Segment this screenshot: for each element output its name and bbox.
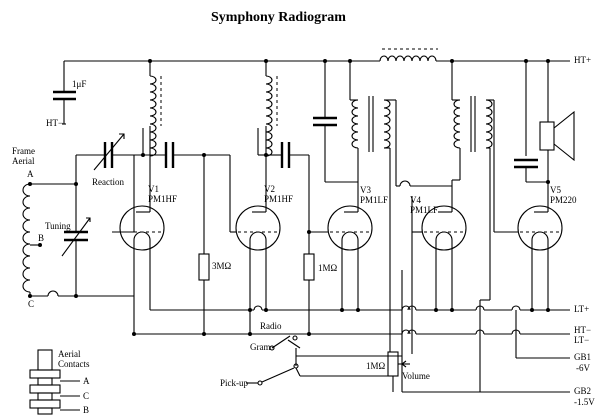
loudspeaker: [514, 59, 575, 196]
tuning-capacitor: [61, 182, 91, 298]
valve-v2: [202, 153, 281, 310]
legend-c: C: [83, 391, 90, 401]
ht-minus-rail: [132, 310, 570, 336]
aerial-contacts-drawing: [29, 349, 80, 415]
hf-choke-1: [148, 59, 162, 196]
label-v5-type: PM220: [550, 195, 577, 205]
label-frame-aerial-1: Frame: [12, 146, 35, 156]
label-volume: Volume: [402, 371, 430, 381]
ht-plus-rail: [64, 48, 570, 62]
coupling-capacitor-2: [264, 142, 315, 334]
legend-b: B: [83, 405, 90, 415]
label-cap-1uf: 1μF: [72, 79, 87, 89]
label-lt-minus: LT−: [574, 335, 590, 345]
label-v4-id: V4: [410, 195, 421, 205]
label-resistor-1m: 1MΩ: [318, 263, 338, 273]
label-radio: Radio: [260, 321, 282, 331]
label-gb1-voltage: -6V: [576, 363, 590, 373]
label-v2-id: V2: [264, 184, 275, 194]
label-reaction: Reaction: [92, 177, 124, 187]
frame-aerial-coil: [22, 182, 134, 298]
label-resistor-3m: 3MΩ: [212, 261, 232, 271]
lf-transformer-2: [396, 59, 495, 232]
label-ht-plus: HT+: [574, 55, 592, 65]
diagram-title: Symphony Radiogram: [211, 10, 346, 25]
label-tap-c: C: [28, 299, 35, 309]
label-gram: Gram: [250, 342, 271, 352]
label-ht-minus-left: HT−: [46, 118, 64, 128]
valve-v5: [494, 196, 563, 310]
label-gb2-voltage: -1.5V: [574, 397, 595, 407]
legend-a: A: [83, 376, 90, 386]
label-tuning: Tuning: [45, 221, 71, 231]
label-v1-type: PM1HF: [148, 194, 178, 204]
grid-bias-rails: [401, 148, 570, 393]
reaction-capacitor: [75, 128, 204, 233]
label-lt-plus: LT+: [574, 304, 590, 314]
label-gb1: GB1: [574, 352, 592, 362]
capacitor-1uf: [53, 61, 76, 125]
label-tap-b: B: [38, 233, 45, 243]
label-v3-id: V3: [360, 185, 371, 195]
label-v4-type: PM1LF: [410, 205, 439, 215]
lf-transformer-1: [313, 59, 397, 232]
radio-gram-switch: [246, 335, 402, 386]
hf-choke-2: [257, 59, 278, 196]
label-v5-id: V5: [550, 185, 561, 195]
label-volume-resistor: 1MΩ: [366, 361, 386, 371]
label-pickup: Pick-up: [220, 378, 248, 388]
label-v3-type: PM1LF: [360, 195, 389, 205]
legend-title-1: Aerial: [58, 349, 81, 359]
resistor-3mohm: [198, 155, 210, 334]
label-frame-aerial-2: Aerial: [12, 156, 35, 166]
label-v1-id: V1: [148, 184, 159, 194]
valve-v1: [119, 196, 165, 334]
label-ht-minus: HT−: [574, 325, 592, 335]
lt-plus-rail: [150, 305, 570, 312]
legend-title-2: Contacts: [58, 359, 90, 369]
label-v2-type: PM1HF: [264, 194, 294, 204]
volume-potentiometer: [295, 232, 410, 392]
label-gb2: GB2: [574, 386, 592, 396]
valve-v3: [307, 196, 373, 310]
valve-v4: [411, 196, 467, 354]
label-tap-a: A: [27, 169, 34, 179]
